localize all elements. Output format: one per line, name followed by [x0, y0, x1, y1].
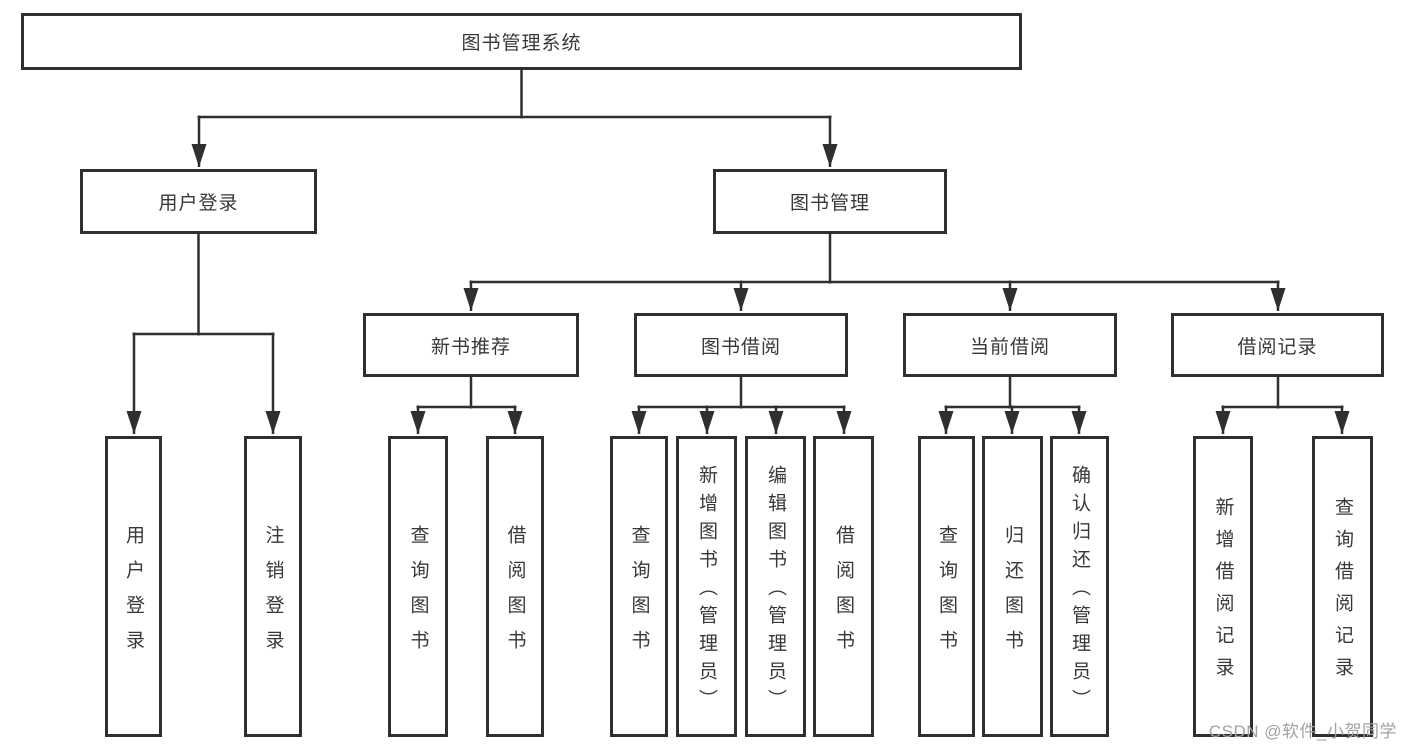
connector-user-login-to-leaves — [126, 234, 281, 434]
leaf-query-borrow-record: 查询借阅记录 — [1312, 436, 1373, 737]
leaf-user-login-label: 用户登录 — [123, 524, 144, 665]
node-current-borrowing: 当前借阅 — [903, 313, 1117, 377]
node-user-login: 用户登录 — [80, 169, 317, 234]
leaf-query-books-borrowing-label: 查询图书 — [628, 524, 650, 665]
node-library-management-system-label: 图书管理系统 — [461, 33, 582, 54]
leaf-add-borrow-record: 新增借阅记录 — [1193, 436, 1253, 737]
node-current-borrowing-label: 当前借阅 — [969, 336, 1050, 358]
leaf-borrow-books-borrowing-label: 借阅图书 — [833, 524, 854, 665]
node-new-book-recommendation-label: 新书推荐 — [430, 336, 511, 358]
watermark: CSDN @软件_小贺同学 — [1208, 722, 1397, 741]
connector-book-borrowing-to-leaves — [631, 377, 852, 434]
node-book-management-label: 图书管理 — [789, 193, 870, 214]
leaf-return-books-label: 归还图书 — [1002, 524, 1023, 665]
leaf-borrow-books-borrowing: 借阅图书 — [813, 436, 874, 737]
leaf-logout-login-label: 注销登录 — [262, 524, 284, 665]
leaf-query-books-borrowing: 查询图书 — [610, 436, 668, 737]
connector-current-borrowing-to-leaves — [938, 377, 1087, 434]
node-library-management-system: 图书管理系统 — [21, 13, 1022, 70]
node-book-borrowing-label: 图书借阅 — [700, 336, 781, 358]
node-book-management: 图书管理 — [713, 169, 947, 234]
leaf-borrow-books-recommend: 借阅图书 — [486, 436, 544, 737]
node-user-login-label: 用户登录 — [158, 193, 239, 214]
node-borrowing-records-label: 借阅记录 — [1237, 336, 1318, 358]
leaf-add-books-admin: 新增图书（管理员） — [676, 436, 737, 737]
connector-new-book-recommendation-to-leaves — [410, 377, 523, 434]
connector-book-management-to-level2 — [463, 234, 1286, 311]
node-new-book-recommendation: 新书推荐 — [363, 313, 579, 377]
leaf-confirm-return-admin-label: 确认归还（管理员） — [1069, 465, 1090, 717]
leaf-user-login: 用户登录 — [105, 436, 162, 737]
connector-borrowing-records-to-leaves — [1215, 377, 1350, 434]
leaf-query-books-current-label: 查询图书 — [936, 524, 957, 665]
leaf-confirm-return-admin: 确认归还（管理员） — [1050, 436, 1109, 737]
leaf-return-books: 归还图书 — [982, 436, 1043, 737]
leaf-add-borrow-record-label: 新增借阅记录 — [1212, 497, 1234, 689]
leaf-edit-books-admin-label: 编辑图书（管理员） — [765, 465, 786, 717]
leaf-add-books-admin-label: 新增图书（管理员） — [696, 465, 717, 717]
leaf-logout-login: 注销登录 — [244, 436, 302, 737]
leaf-borrow-books-recommend-label: 借阅图书 — [504, 524, 526, 665]
leaf-query-books-recommend: 查询图书 — [388, 436, 448, 737]
leaf-query-borrow-record-label: 查询借阅记录 — [1332, 497, 1353, 689]
node-book-borrowing: 图书借阅 — [634, 313, 848, 377]
leaf-edit-books-admin: 编辑图书（管理员） — [745, 436, 806, 737]
connector-root-to-level1 — [191, 69, 838, 167]
leaf-query-books-current: 查询图书 — [918, 436, 975, 737]
node-borrowing-records: 借阅记录 — [1171, 313, 1384, 377]
leaf-query-books-recommend-label: 查询图书 — [407, 524, 429, 665]
